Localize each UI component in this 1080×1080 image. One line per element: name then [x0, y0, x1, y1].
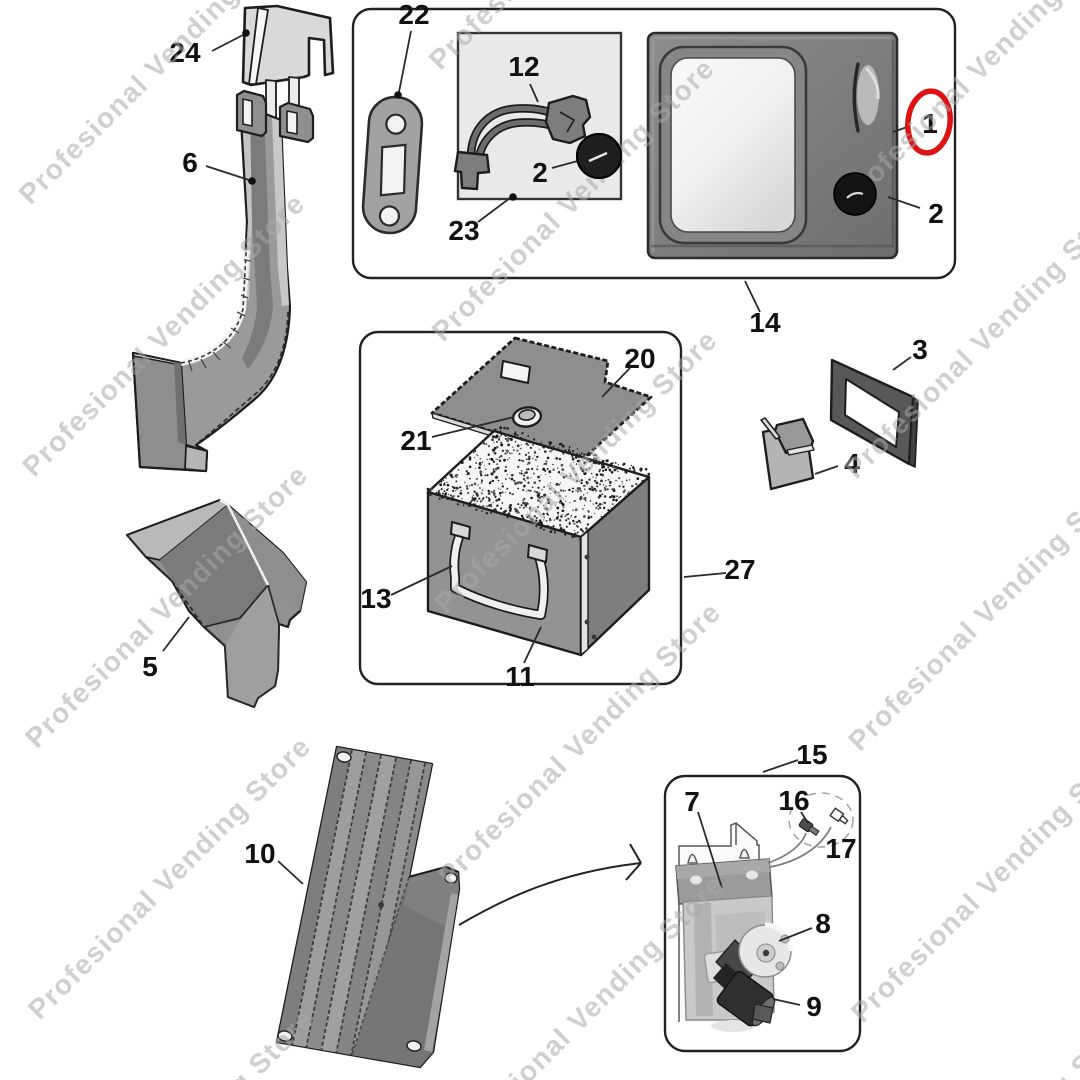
svg-text:13: 13	[360, 583, 391, 614]
svg-text:17: 17	[825, 833, 856, 864]
svg-text:12: 12	[508, 51, 539, 82]
svg-text:14: 14	[749, 307, 781, 338]
svg-text:8: 8	[815, 908, 831, 939]
svg-text:3: 3	[912, 334, 928, 365]
svg-text:24: 24	[169, 37, 201, 68]
svg-text:9: 9	[806, 991, 822, 1022]
svg-text:27: 27	[724, 554, 755, 585]
svg-text:22: 22	[398, 0, 429, 30]
svg-text:15: 15	[796, 739, 827, 770]
svg-text:2: 2	[532, 157, 548, 188]
svg-text:6: 6	[182, 147, 198, 178]
svg-text:16: 16	[778, 785, 809, 816]
svg-text:7: 7	[684, 786, 700, 817]
svg-text:21: 21	[400, 425, 431, 456]
svg-text:11: 11	[505, 661, 535, 692]
svg-text:10: 10	[244, 838, 275, 869]
svg-text:4: 4	[844, 448, 860, 479]
svg-text:23: 23	[448, 215, 479, 246]
svg-text:2: 2	[928, 198, 944, 229]
svg-text:5: 5	[142, 651, 158, 682]
svg-text:1: 1	[922, 108, 938, 139]
